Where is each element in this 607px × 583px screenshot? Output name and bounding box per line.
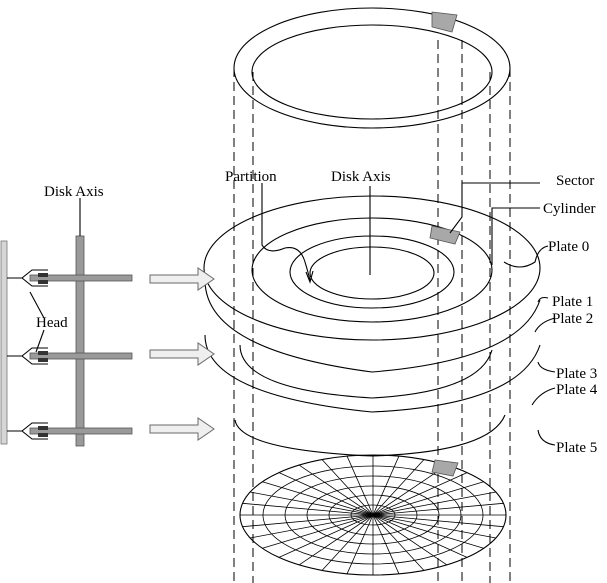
radial-line <box>372 459 425 516</box>
arrow-middle <box>149 342 215 366</box>
cylinder-dashed-lines <box>233 40 511 583</box>
radial-line <box>298 514 374 566</box>
radial-line <box>372 464 448 516</box>
radial-line <box>250 514 374 539</box>
bottom-grid-platter <box>239 454 507 576</box>
top-platter <box>233 7 511 129</box>
radial-line <box>372 502 504 516</box>
head-label: Head <box>36 315 68 331</box>
radial-line <box>278 472 374 516</box>
arrow-top <box>149 267 215 291</box>
bottom-platter-sector <box>431 459 459 477</box>
radial-line <box>372 514 496 539</box>
radial-line <box>372 481 484 516</box>
head-frame-bar <box>0 240 8 445</box>
lower-platters <box>204 279 541 457</box>
radial-line <box>262 481 374 516</box>
disk-axis-left-label: Disk Axis <box>44 184 104 200</box>
head-assembly <box>0 235 133 447</box>
partition-label: Partition <box>225 169 277 185</box>
top-platter-sector <box>431 11 458 33</box>
plate-0-label: Plate 0 <box>548 239 589 255</box>
radial-line <box>346 456 374 516</box>
radial-line <box>298 464 374 516</box>
leader-lines <box>79 182 556 446</box>
head-top <box>7 269 48 287</box>
radial-line <box>372 514 504 528</box>
arrow-bottom <box>149 417 215 441</box>
radial-line <box>242 502 374 516</box>
main-platter-sector <box>429 225 461 245</box>
sector-label: Sector <box>556 173 594 189</box>
plate-4-label: Plate 4 <box>556 382 598 398</box>
partition-curve <box>261 183 311 281</box>
disk-axis-center-label: Disk Axis <box>331 169 391 185</box>
radial-line <box>321 459 374 516</box>
radial-line <box>372 456 400 516</box>
plate-1-label: Plate 1 <box>552 294 593 310</box>
main-platter <box>203 183 541 341</box>
radial-line <box>372 491 496 516</box>
radial-line <box>372 514 448 566</box>
radial-line <box>372 514 468 558</box>
head-bottom <box>7 422 48 440</box>
head-middle <box>7 347 48 365</box>
radial-line <box>262 514 374 549</box>
radial-line <box>346 514 374 574</box>
disk-axis-left-shaft <box>75 235 85 447</box>
plate-2-label: Plate 2 <box>552 311 593 327</box>
arm-bottom <box>29 427 133 435</box>
arm-middle <box>29 352 133 360</box>
radial-line <box>250 491 374 516</box>
radial-line <box>372 514 400 574</box>
cylinder-label: Cylinder <box>543 201 596 217</box>
motion-arrows <box>149 267 215 441</box>
radial-line <box>278 514 374 558</box>
arm-top <box>29 274 133 282</box>
radial-line <box>372 514 484 549</box>
radial-line <box>372 514 425 571</box>
radial-line <box>321 514 374 571</box>
radial-line <box>372 472 468 516</box>
radial-line <box>242 514 374 528</box>
plate-3-label: Plate 3 <box>556 366 597 382</box>
plate-5-label: Plate 5 <box>556 440 597 456</box>
